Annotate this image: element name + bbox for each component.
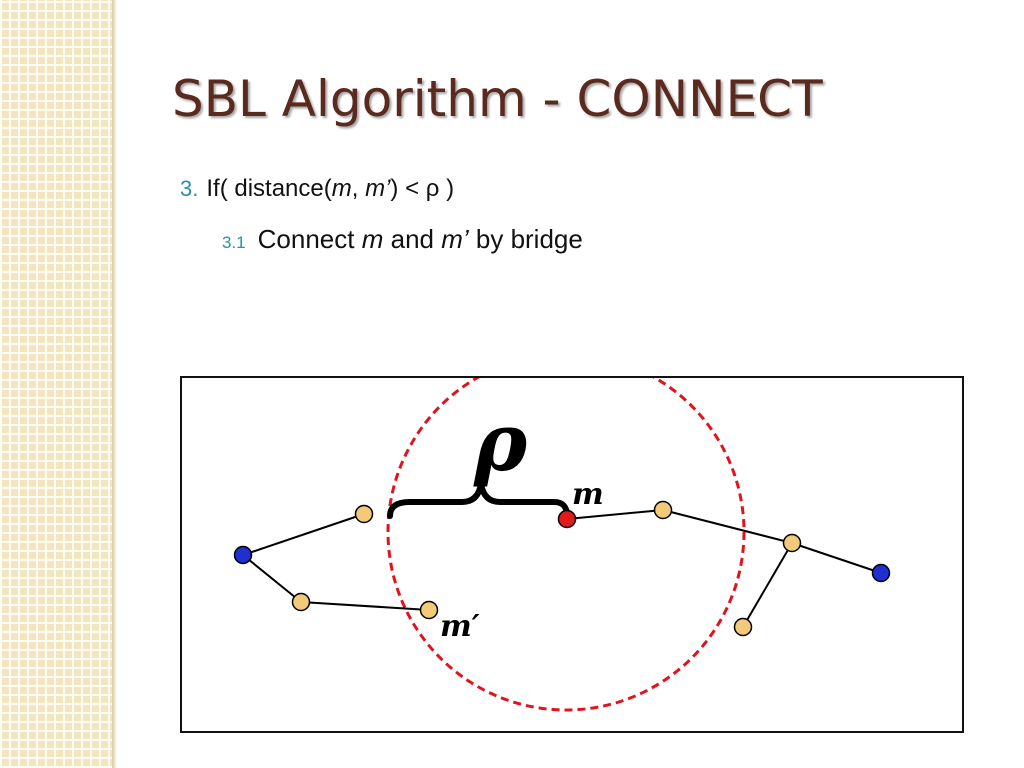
m-label: m [572,477,604,512]
node-m [557,509,577,529]
step-3-var-m: m [331,175,352,202]
edge-left-2 [242,554,302,603]
step-3-var-m-prime: m’ [365,175,391,202]
step-3: 3. If( distance(m, m’) < ρ ) [180,173,454,205]
tree-a-node-2 [291,592,311,612]
bridge-diagram-svg: ρ m m′ [233,378,891,712]
step-3-1-text3: by bridge [468,224,583,254]
rho-neighborhood-circle [386,378,746,712]
tree-b-node-1 [653,500,673,520]
m-prime-label: m′ [440,609,480,644]
step-3-1-var-m: m [361,224,384,254]
tree-b-root-node [871,563,891,583]
edge-right-3 [791,542,882,574]
step-3-1-text2: and [383,224,442,254]
edge-left-1 [242,513,365,556]
side-decoration-shadow [112,0,117,768]
step-3-text-after: ) < ρ ) [390,175,455,202]
step-3-sep: , [351,175,366,202]
slide-title: SBL Algorithm - CONNECT [172,70,823,128]
edge-right-2 [662,509,793,544]
tree-b-node-3 [733,617,753,637]
node-m-prime [419,600,439,620]
rho-brace [387,481,570,519]
step-3-1-text1: Connect [257,224,362,254]
side-decoration-pattern [0,0,112,768]
step-3-text-before: If( distance( [206,175,332,202]
step-3-1-var-m-prime: m’ [441,224,469,254]
tree-a-node-1 [354,504,374,524]
edge-left-3 [300,601,430,611]
tree-b-node-2 [782,533,802,553]
tree-a-root-node [233,545,253,565]
step-3-1-number: 3.1 [222,233,246,252]
bridge-diagram: ρ m m′ [180,376,964,733]
edge-right-1 [566,509,664,520]
edge-right-4 [742,542,793,628]
step-3-1: 3.1 Connect m and m’ by bridge [222,222,583,260]
rho-label: ρ [473,395,528,489]
step-3-number: 3. [180,176,199,201]
